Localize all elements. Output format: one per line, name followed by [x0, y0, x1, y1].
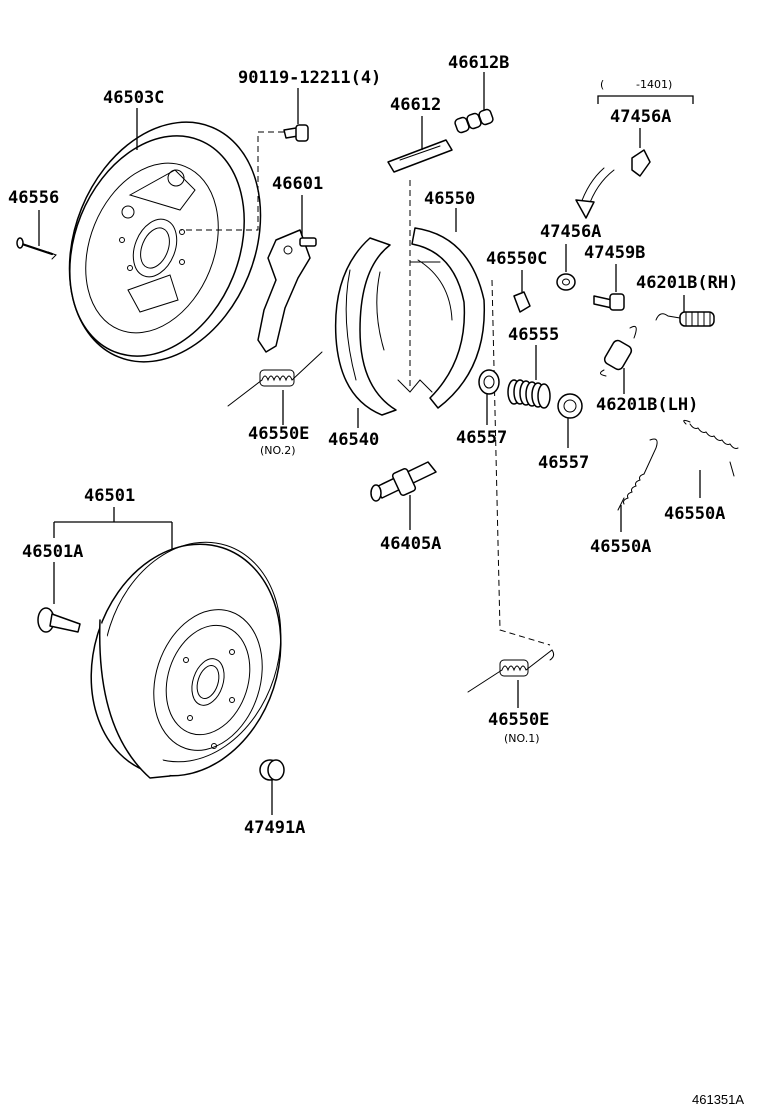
spring-46550A-b-drawing	[683, 419, 739, 477]
stud-46501A-drawing	[37, 607, 81, 633]
spring-46550E-no2-drawing	[227, 351, 323, 407]
spring-46201B-LH-drawing	[600, 325, 637, 377]
label-46550A-a: 46550A	[590, 537, 651, 557]
pin-46556-drawing	[16, 237, 57, 260]
label-47491A: 47491A	[244, 818, 305, 838]
clip-47456A-drawing	[631, 149, 651, 177]
label-46501A: 46501A	[22, 542, 83, 562]
label-90119-12211: 90119-12211(4)	[238, 68, 381, 88]
adjuster-46405A-drawing	[370, 461, 437, 502]
label-46556: 46556	[8, 188, 59, 208]
bolt-47459B-drawing	[593, 293, 625, 311]
label-46503C: 46503C	[103, 88, 164, 108]
spring-46550A-a-drawing	[617, 438, 658, 511]
label-47459B: 47459B	[584, 243, 645, 263]
date-range-open: (	[600, 78, 604, 91]
brake-shoes-drawing	[334, 227, 486, 416]
drum-46501-drawing	[90, 541, 282, 779]
label-46550E-no2: 46550E	[248, 424, 309, 444]
label-46201B-LH: 46201B(LH)	[596, 395, 698, 415]
label-46405A: 46405A	[380, 534, 441, 554]
spring-46550E-no1-drawing	[467, 649, 555, 693]
direction-arrow	[575, 167, 615, 219]
label-47456A-mid: 47456A	[540, 222, 601, 242]
label-46557-b: 46557	[538, 453, 589, 473]
lever-46601-drawing	[257, 229, 317, 353]
label-47456A-top: 47456A	[610, 107, 671, 127]
label-46601: 46601	[272, 174, 323, 194]
label-46201B-RH: 46201B(RH)	[636, 273, 738, 293]
bolt-90119-drawing	[283, 124, 309, 142]
clip-46550C-drawing	[513, 291, 531, 313]
label-46555: 46555	[508, 325, 559, 345]
cap-46557-b-drawing	[557, 393, 583, 419]
sublabel-no2: (NO.2)	[260, 444, 296, 457]
label-46550C: 46550C	[486, 249, 547, 269]
label-46550: 46550	[424, 189, 475, 209]
label-46612: 46612	[390, 95, 441, 115]
backing-plate-drawing	[68, 121, 262, 363]
spring-46201B-RH-drawing	[655, 311, 715, 327]
label-46612B: 46612B	[448, 53, 509, 73]
label-46550A-b: 46550A	[664, 504, 725, 524]
sublabel-no1: (NO.1)	[504, 732, 540, 745]
label-46557-a: 46557	[456, 428, 507, 448]
clip-46612B-drawing	[454, 108, 494, 134]
label-46501: 46501	[84, 486, 135, 506]
diagram-reference-code: 461351A	[692, 1092, 744, 1107]
spring-46555-drawing	[507, 379, 551, 409]
date-range-value: -1401)	[636, 78, 672, 91]
washer-47456A-drawing	[556, 273, 576, 291]
cap-46557-a-drawing	[478, 369, 500, 395]
label-46540: 46540	[328, 430, 379, 450]
label-46550E-no1: 46550E	[488, 710, 549, 730]
strut-46612-drawing	[387, 139, 453, 173]
plug-47491A-drawing	[259, 759, 285, 781]
